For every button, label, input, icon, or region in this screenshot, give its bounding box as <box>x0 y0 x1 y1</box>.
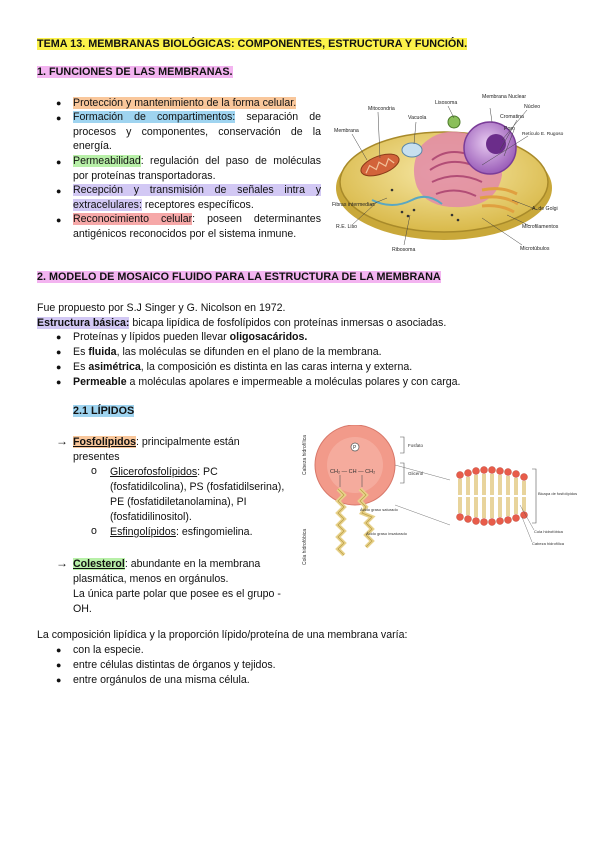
bilayer <box>456 466 528 526</box>
bullet-dot: ● <box>56 675 62 685</box>
label-ribosoma: Ribosoma <box>392 247 415 253</box>
list-item: Es asimétrica, la composición es distint… <box>73 361 413 373</box>
ribosomes <box>390 188 460 222</box>
esfingo-line: Esfingolípidos: esfingomielina. <box>110 526 253 538</box>
list-item: con la especie. <box>73 644 144 656</box>
glycerol-chain: CH₂ — CH — CH₂ <box>330 469 375 475</box>
glicero-line2: (fosfatidilcolina), PS (fosfatidilserina… <box>110 481 285 493</box>
label-cola-hidrofobica: Cola hidrofóbica <box>534 529 564 534</box>
glicero-line1: Glicerofosfolípidos: PC <box>110 466 218 478</box>
bracket-glicerol <box>400 462 405 484</box>
animal-cell-diagram: Mitocondria Lisosoma Membrana Nuclear Nú… <box>332 94 564 253</box>
smooth-er-shape <box>371 195 443 206</box>
leader-cola <box>519 504 535 531</box>
bullet-dot: ● <box>56 157 62 167</box>
circle-bullet: o <box>91 525 97 537</box>
list-item: Proteínas y lípidos pueden llevar oligos… <box>73 331 308 343</box>
lysosome-shape <box>447 115 461 129</box>
label-fosfato: Fosfato <box>408 443 424 448</box>
list-item: Permeabilidad: regulación del paso de mo… <box>73 155 321 182</box>
head-inner <box>327 437 383 493</box>
list-item: Reconocimiento celular: poseen determina… <box>73 213 321 240</box>
list-item: Es fluida, las moléculas se difunden en … <box>73 346 382 358</box>
label-membrana: Membrana <box>334 128 359 134</box>
label-glicerol: Glicerol <box>408 471 423 476</box>
label-acido-insaturado: Ácido graso insaturado <box>366 531 408 536</box>
list-item: Formación de compartimentos: separación … <box>73 111 321 153</box>
arrow-icon: → <box>56 434 68 448</box>
label-bicapa: Bicapa de fosfolípidos <box>538 491 577 496</box>
label-leader-lines <box>351 105 539 246</box>
bullet-dot: ● <box>56 113 62 123</box>
label-filos: Fibras intermedias <box>332 202 375 208</box>
section2-intro: Fue propuesto por S.J Singer y G. Nicols… <box>37 302 286 314</box>
list-item: entre orgánulos de una misma célula. <box>73 674 250 686</box>
bullet-dot: ● <box>56 362 62 372</box>
label-cola-vertical: Cola hidrofóbica <box>302 529 308 565</box>
label-cromatina: Cromatina <box>500 114 524 120</box>
phosphate-group <box>350 442 360 452</box>
vacuole-shape <box>401 142 423 158</box>
golgi-shape <box>479 187 519 214</box>
zoom-line <box>394 504 451 526</box>
section1-heading: 1. FUNCIONES DE LAS MEMBRANAS. <box>37 66 233 78</box>
label-acido-saturado: Ácido graso saturado <box>360 507 399 512</box>
bullet-dot: ● <box>56 186 62 196</box>
colesterol-line2: plasmática, menos en orgánulos. <box>73 573 229 585</box>
composition-intro: La composición lipídica y la proporción … <box>37 629 408 641</box>
nucleolus-shape <box>486 134 506 154</box>
label-re-liso: R.E. Liso <box>336 224 357 230</box>
label-membrana-nuclear: Membrana Nuclear <box>482 94 526 100</box>
label-cabeza-vertical: Cabeza hidrofílica <box>302 435 308 475</box>
bracket-fosfato <box>400 436 405 454</box>
section21-heading: 2.1 LÍPIDOS <box>73 405 135 417</box>
list-item: entre células distintas de órganos y tej… <box>73 659 276 671</box>
arrow-icon: → <box>56 556 68 570</box>
reticulum-folds <box>429 151 483 197</box>
label-lisosoma: Lisosoma <box>435 100 457 106</box>
page-title: TEMA 13. MEMBRANAS BIOLÓGICAS: COMPONENT… <box>37 38 468 50</box>
phospholipid-diagram: Cabeza hidrofílica Cola hidrofóbica P CH… <box>302 425 577 565</box>
bullet-dot: ● <box>56 332 62 342</box>
bullet-dot: ● <box>56 377 62 387</box>
phosphate-p: P <box>353 445 357 451</box>
colesterol-line4: OH. <box>73 603 92 615</box>
circle-bullet: o <box>91 465 97 477</box>
unsaturated-tail-outline <box>359 488 373 548</box>
glicero-line3: PE (fosfatidiletanolamina), PI <box>110 496 247 508</box>
label-microfilamentos: Microfilamentos <box>522 224 559 230</box>
bullet-dot: ● <box>56 215 62 225</box>
label-poro: Poro <box>504 126 515 132</box>
colesterol-line1: Colesterol: abundante en la membrana <box>73 558 261 570</box>
list-item: Protección y mantenimiento de la forma c… <box>73 97 297 109</box>
list-item: Permeable a moléculas apolares e imperme… <box>73 376 461 388</box>
label-mitocondria: Mitocondria <box>368 106 395 112</box>
list-item: Recepción y transmisión de señales intra… <box>73 184 321 211</box>
basic-structure: Estructura básica: bicapa lipídica de fo… <box>37 317 447 329</box>
bullet-dot: ● <box>56 660 62 670</box>
mitochondria-cristae <box>365 157 395 174</box>
fosfolipidos-line: Fosfolípidos: principalmente están <box>73 436 240 448</box>
colesterol-line3: La única parte polar que posee es el gru… <box>73 588 281 600</box>
label-reticulo: Retículo E. Rugoso <box>522 131 564 137</box>
label-microtubulos: Microtúbulos <box>520 246 550 252</box>
leader-cabeza <box>521 516 533 543</box>
glicero-line4: (fosfatidilinositol). <box>110 511 192 523</box>
saturated-tail-outline <box>337 488 345 556</box>
zoom-line <box>394 464 451 481</box>
fosfolipidos-line2: presentes <box>73 451 120 463</box>
label-nucleo: Núcleo <box>524 104 540 110</box>
label-golgi: A. de Golgi <box>532 206 558 212</box>
bullet-dot: ● <box>56 645 62 655</box>
label-vacuola: Vacuola <box>408 115 426 121</box>
bullet-dot: ● <box>56 98 62 108</box>
bracket-bicapa <box>532 468 537 524</box>
bullet-dot: ● <box>56 347 62 357</box>
label-cabeza-hidrofilica: Cabeza hidrofílica <box>532 541 565 546</box>
section2-heading: 2. MODELO DE MOSAICO FLUIDO PARA LA ESTR… <box>37 271 441 283</box>
